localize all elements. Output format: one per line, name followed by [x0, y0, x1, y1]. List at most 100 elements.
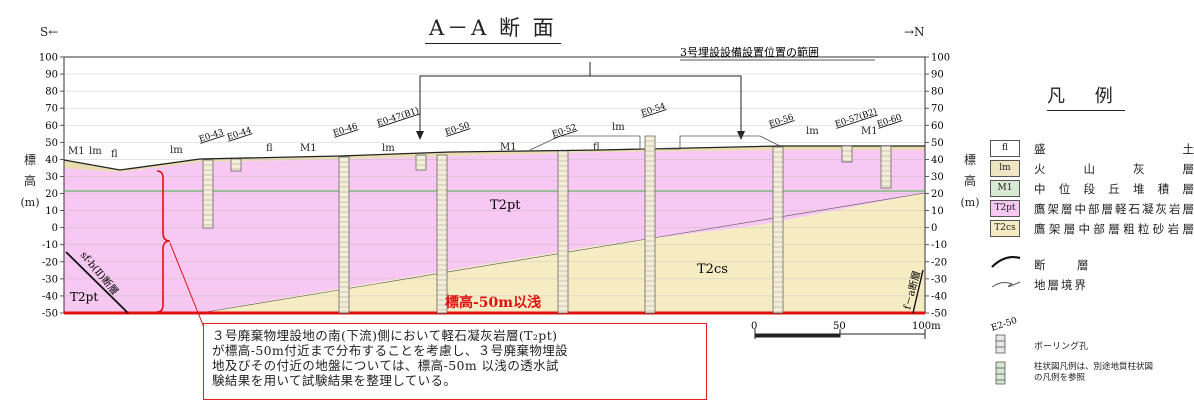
legend-column-note: 柱状図凡例は、別途地質柱状図 の凡例を参照 [1034, 362, 1153, 384]
note-pointer-line [169, 242, 206, 331]
borehole-column [557, 150, 569, 314]
scale-label-50: 50 [833, 321, 846, 332]
legend-fault-label: 断 層 [1034, 258, 1099, 272]
fault-left-line [65, 251, 129, 314]
surface-structure [529, 135, 781, 151]
legend-column-icon [995, 361, 1006, 385]
range-arrow-left [416, 131, 424, 140]
label-lm-4: lm [612, 122, 625, 133]
y-tick-label-right: 40 [931, 155, 944, 166]
borehole-label: E0-60 [876, 113, 903, 130]
label-m1-2: M1 [300, 143, 317, 154]
y-tick-label-right: 100 [931, 53, 950, 64]
legend-item: T2pt 鷹架層中部層軽石凝灰岩層 [990, 200, 1194, 218]
y-axis-label-unit: (m) [20, 196, 40, 209]
y-tick-label-right: 50 [931, 138, 944, 149]
red-depth-label: 標高-50m以浅 [445, 294, 541, 311]
y-tick-label-left: -20 [42, 257, 58, 268]
legend-title: 凡 例 [1047, 82, 1125, 111]
legend-swatch: lm [990, 160, 1020, 177]
borehole-column [772, 146, 784, 314]
y-tick-label-left: 90 [45, 70, 58, 81]
label-m1-3: M1 [500, 142, 517, 153]
label-t2pt-left: T2pt [70, 290, 98, 304]
y-tick-label-left: -50 [42, 309, 58, 320]
y-tick-label-right: 70 [931, 104, 944, 115]
y-tick-label-left: -30 [42, 274, 58, 285]
legend-swatch: M1 [990, 180, 1020, 197]
y-tick-label-right: 80 [931, 87, 944, 98]
label-t2cs: T2cs [697, 262, 728, 277]
borehole-column [415, 154, 427, 171]
legend-fault-icon [991, 255, 1021, 268]
y-tick-label-right: 10 [931, 206, 944, 217]
label-lm-2: lm [170, 145, 183, 156]
y-axis-label-char-1: 標 [23, 153, 36, 167]
range-arrow-right [737, 131, 745, 140]
y-tick-label-left: 20 [45, 189, 58, 200]
note-line-4: 験結果を用いて試験結果を整理している。 [212, 373, 457, 388]
legend-swatch: T2cs [990, 220, 1020, 237]
y-tick-label-right: -20 [931, 257, 947, 268]
legend-column-note-line-1: 柱状図凡例は、別途地質柱状図 [1034, 362, 1154, 372]
label-fl-3: fl [593, 142, 600, 153]
borehole-label: E0-46 [332, 122, 359, 139]
borehole-column [338, 156, 350, 314]
y-tick-label-left: 10 [45, 206, 58, 217]
y-tick-label-right: -40 [931, 291, 947, 302]
label-lm-3: lm [382, 143, 395, 154]
legend-label: 鷹架層中部層粗粒砂岩層 [1034, 222, 1194, 236]
y-tick-label-left: 60 [45, 121, 58, 132]
north-direction-label: →N [904, 25, 925, 39]
borehole-label: E0-50 [444, 121, 471, 138]
south-direction-label: S← [40, 25, 59, 39]
y-tick-label-right: 30 [931, 172, 944, 183]
y-tick-label-left: -10 [42, 240, 58, 251]
y-tick-label-left: 80 [45, 87, 58, 98]
legend-boundary-icon [991, 281, 1021, 288]
y-tick-label-left: 100 [39, 53, 58, 64]
y-tick-label-right: -10 [931, 240, 947, 251]
legend-label: 火山灰層 [1034, 162, 1194, 176]
borehole-column [436, 154, 448, 314]
borehole-label: E0-54 [640, 102, 667, 119]
y-tick-label-right: -50 [931, 309, 947, 320]
legend-swatch: fl [990, 140, 1020, 157]
legend-boundary-label: 地層境界 [1034, 278, 1088, 292]
y-axis-label-char-2: 高 [23, 174, 36, 188]
y-tick-label-right: 90 [931, 70, 944, 81]
section-title: A－A 断 面 [425, 12, 561, 44]
legend-item: T2cs 鷹架層中部層粗粒砂岩層 [990, 220, 1194, 238]
label-fl-2: fl [266, 143, 273, 154]
label-lm-5: lm [806, 126, 819, 137]
range-label: 3号埋設設備設置位置の範囲 [680, 45, 819, 59]
y-axis-right-label-unit: (m) [960, 196, 980, 209]
borehole-label: E0-56 [768, 113, 795, 130]
borehole-label: E0-44 [226, 126, 253, 143]
y-tick-label-right: 0 [931, 223, 937, 234]
range-bracket [419, 62, 742, 133]
scale-label-100: 100m [912, 321, 941, 332]
note-line-2: が標高-50m付近まで分布することを考慮し、３号廃棄物埋設 [212, 343, 569, 358]
y-tick-label-left: 40 [45, 155, 58, 166]
legend-item: lm 火山灰層 [990, 160, 1194, 178]
borehole-column [202, 159, 214, 229]
red-brace [156, 170, 171, 313]
borehole-column [841, 145, 853, 163]
label-lm-left: lm [89, 146, 102, 157]
scale-bar [754, 329, 926, 339]
label-t2pt-center: T2pt [490, 198, 521, 213]
y-tick-label-left: 70 [45, 104, 58, 115]
label-m1-left: M1 [68, 146, 85, 157]
note-line-1: ３号廃棄物埋設地の南(下流)側において軽石凝灰岩層(T₂pt) [212, 328, 558, 343]
legend-swatch: T2pt [990, 200, 1020, 217]
scale-label-0: 0 [751, 321, 757, 332]
y-tick-label-left: 30 [45, 172, 58, 183]
y-axis-right-label-char-2: 高 [963, 174, 976, 188]
legend-borehole-code: E2-50 [990, 316, 1019, 334]
legend-label: 鷹架層中部層軽石凝灰岩層 [1034, 202, 1194, 216]
label-fl-left: fl [111, 149, 118, 160]
y-axis-right-label-char-1: 標 [963, 153, 976, 167]
ground-surface-line [63, 145, 925, 171]
